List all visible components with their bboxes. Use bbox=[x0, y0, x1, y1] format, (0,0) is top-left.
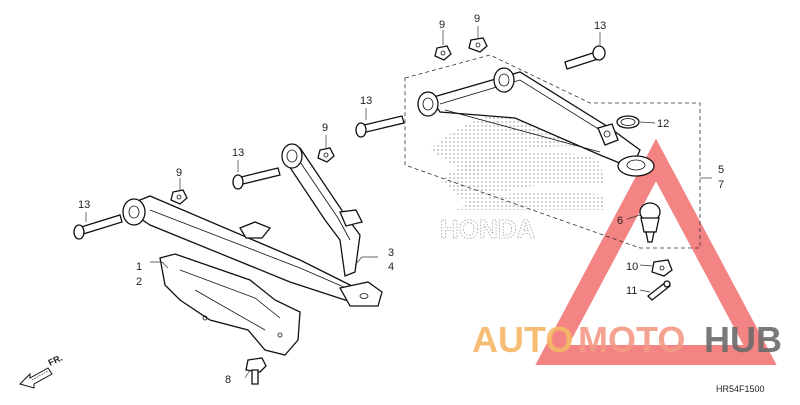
diagram-code: HR54F1500 bbox=[716, 384, 765, 394]
assembly-box-outline bbox=[404, 54, 701, 249]
bushing-upper-right-front bbox=[417, 91, 439, 117]
callout-11: 11 bbox=[626, 285, 637, 297]
automotohub-watermark: AUTO MOTO HUB bbox=[472, 319, 782, 360]
flange-bolt-upper bbox=[355, 115, 405, 138]
bolt-guard bbox=[245, 357, 267, 385]
callout-8: 8 bbox=[225, 374, 231, 386]
callout-10: 10 bbox=[626, 261, 638, 273]
flange-bolt-mid bbox=[232, 167, 281, 190]
bushing-lower-left-front bbox=[122, 198, 146, 226]
callout-13-mid: 13 bbox=[232, 147, 244, 159]
leader-lines bbox=[85, 26, 656, 379]
callout-13-left: 13 bbox=[78, 199, 90, 211]
callout-9-mid: 9 bbox=[322, 122, 328, 134]
watermark-moto: MOTO bbox=[578, 319, 685, 360]
watermark-hub: HUB bbox=[704, 319, 782, 360]
ball-joint bbox=[639, 202, 661, 243]
callout-7: 7 bbox=[718, 179, 724, 191]
watermark-auto: AUTO bbox=[472, 319, 573, 360]
cotter-pin bbox=[647, 280, 671, 301]
callout-12: 12 bbox=[657, 118, 669, 130]
warning-triangle-watermark bbox=[535, 138, 777, 365]
callout-13-top-right: 13 bbox=[594, 20, 606, 32]
callout-9-left: 9 bbox=[176, 167, 182, 179]
callout-13-upper: 13 bbox=[360, 95, 372, 107]
front-marker-text: FR. bbox=[47, 353, 64, 368]
callout-5: 5 bbox=[718, 164, 724, 176]
callout-4: 4 bbox=[388, 261, 394, 273]
callout-6: 6 bbox=[617, 215, 623, 227]
honda-logo-text: HONDA bbox=[440, 214, 536, 244]
nut-top-b bbox=[468, 37, 488, 53]
snap-ring bbox=[616, 115, 640, 129]
bushing-upper-right-rear bbox=[493, 67, 515, 93]
upper-arm-right bbox=[428, 71, 655, 177]
nut-mid bbox=[317, 147, 335, 163]
bushing-lower-left-rear bbox=[281, 143, 303, 169]
arm-guard-plate bbox=[159, 253, 301, 356]
callout-9-top-b: 9 bbox=[474, 13, 480, 25]
lower-arm-left bbox=[134, 147, 383, 307]
callout-9-top-a: 9 bbox=[439, 19, 445, 31]
flange-bolt-top-right bbox=[564, 45, 606, 70]
front-direction-marker: FR. bbox=[19, 353, 64, 389]
nut-left bbox=[170, 189, 188, 205]
flange-bolt-left bbox=[73, 214, 123, 240]
callout-1: 1 bbox=[136, 261, 142, 273]
callout-3: 3 bbox=[388, 247, 394, 259]
callout-2: 2 bbox=[136, 276, 142, 288]
callout-labels: 1 2 3 4 5 7 6 8 9 9 9 9 10 11 12 13 13 1… bbox=[78, 13, 724, 386]
castle-nut bbox=[651, 259, 673, 277]
nut-top-a bbox=[434, 45, 452, 61]
